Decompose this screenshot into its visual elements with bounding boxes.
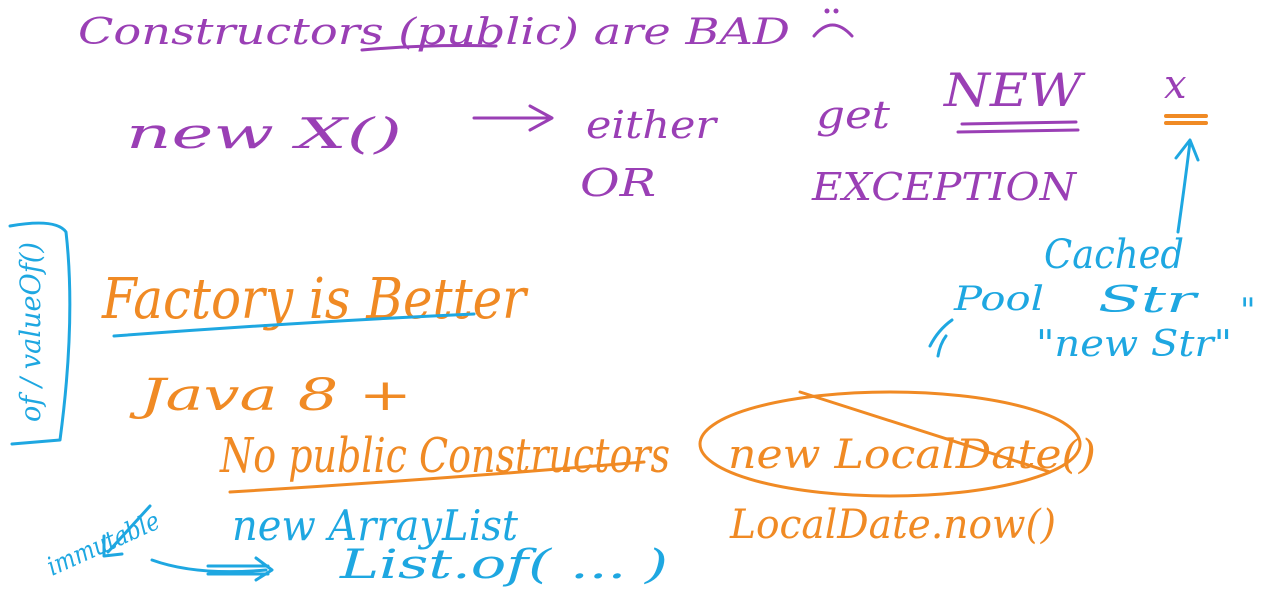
side-valueof: of / valueOf() — [14, 242, 47, 422]
arrow-right-icon — [472, 104, 554, 132]
word-either: either — [586, 103, 719, 147]
localdate-circle — [698, 390, 1082, 498]
word-new-caps: NEW — [943, 63, 1086, 117]
pool-bracket — [928, 318, 954, 358]
word-or: OR — [580, 161, 656, 205]
arrow-up-icon — [1174, 138, 1200, 234]
list-of: List.of( ... ) — [339, 542, 668, 588]
strike-through-line — [798, 390, 1052, 474]
word-x: x — [1164, 62, 1187, 108]
orange-notes: Factory is Better Java 8 + No public Con… — [101, 114, 1208, 548]
immutable-arrow-icon — [102, 504, 152, 558]
no-public-underline — [228, 460, 646, 494]
word-cached: Cached — [1044, 232, 1184, 278]
new-localdate: new LocalDate() — [728, 432, 1096, 478]
x-underline — [1164, 114, 1208, 125]
equivalence-arrow-icon — [150, 556, 274, 582]
word-pool: Pool — [953, 279, 1044, 319]
word-get: get — [816, 93, 891, 137]
no-public-constructors: No public Constructors — [219, 428, 670, 484]
new-str: "new Str" — [1036, 324, 1232, 365]
word-exception: EXCEPTION — [811, 165, 1078, 209]
java-8-plus: Java 8 + — [128, 370, 412, 421]
sad-face-icon — [812, 8, 854, 38]
factory-underline — [112, 312, 476, 338]
purple-notes: Constructors (public) are BAD new X() ei… — [78, 8, 1187, 209]
word-str: Str — [1098, 280, 1199, 321]
public-underline — [360, 44, 498, 52]
side-bracket — [8, 221, 72, 446]
new-caps-underline — [956, 120, 1080, 134]
localdate-now: LocalDate.now() — [729, 502, 1056, 548]
new-x-call: new X() — [126, 109, 402, 158]
quote-mark: " — [1240, 291, 1256, 331]
new-arraylist: new ArrayList — [232, 501, 518, 550]
